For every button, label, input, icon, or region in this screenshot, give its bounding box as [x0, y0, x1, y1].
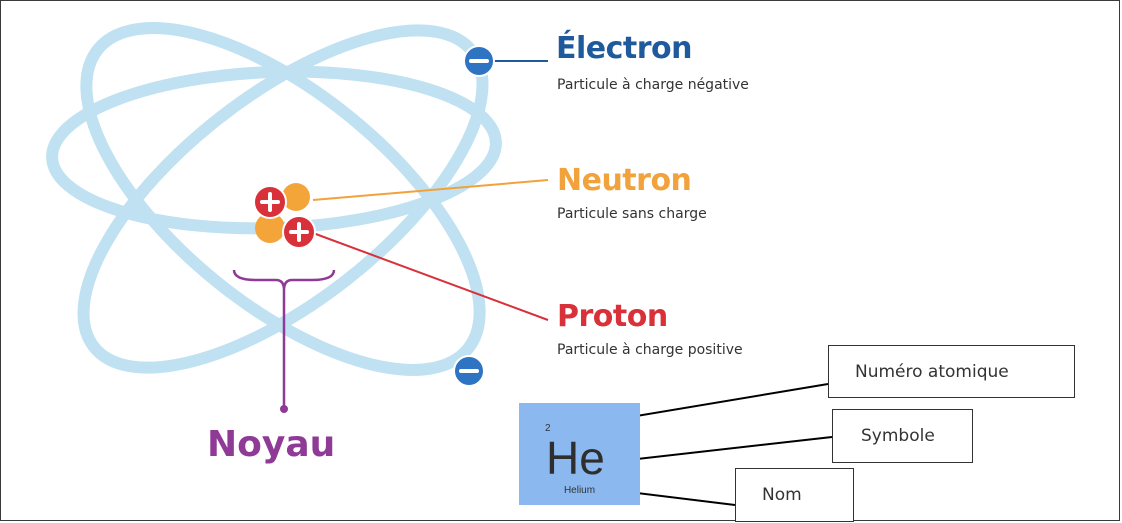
callout-name: Nom — [735, 468, 854, 522]
electron-particle-bottom — [453, 355, 485, 387]
proton-title: Proton — [557, 299, 668, 334]
nucleus-bracket — [232, 269, 336, 407]
neutron-particle — [282, 183, 310, 211]
callout-symbol-label: Symbole — [861, 426, 935, 446]
plus-icon — [289, 222, 309, 242]
nucleus-bracket-dot — [280, 405, 288, 413]
callout-atomic-number-label: Numéro atomique — [855, 361, 1009, 382]
neutron-title: Neutron — [557, 163, 692, 198]
proton-description: Particule à charge positive — [557, 342, 743, 358]
electron-description: Particule à charge négative — [557, 77, 749, 93]
plus-icon — [260, 192, 280, 212]
orbit-2 — [80, 22, 486, 376]
proton-particle — [282, 215, 316, 249]
callout-name-label: Nom — [762, 485, 802, 505]
neutron-particle — [255, 213, 285, 243]
neutron-leader-line — [312, 179, 549, 201]
electron-particle-top — [463, 45, 495, 77]
callout-atomic-number: Numéro atomique — [828, 345, 1075, 398]
element-symbol: He — [546, 432, 605, 484]
nucleus-label: Noyau — [207, 424, 336, 465]
electron-title: Électron — [556, 31, 693, 66]
nucleus — [253, 183, 316, 249]
element-tile: 2 He Helium — [519, 403, 640, 505]
proton-leader-line — [312, 232, 549, 321]
callout-symbol: Symbole — [832, 409, 973, 463]
symbol-connector — [627, 436, 833, 461]
neutron-description: Particule sans charge — [557, 206, 707, 222]
atomic-number: 2 — [545, 423, 551, 434]
proton-particle — [253, 185, 287, 219]
element-name: Helium — [563, 485, 596, 496]
